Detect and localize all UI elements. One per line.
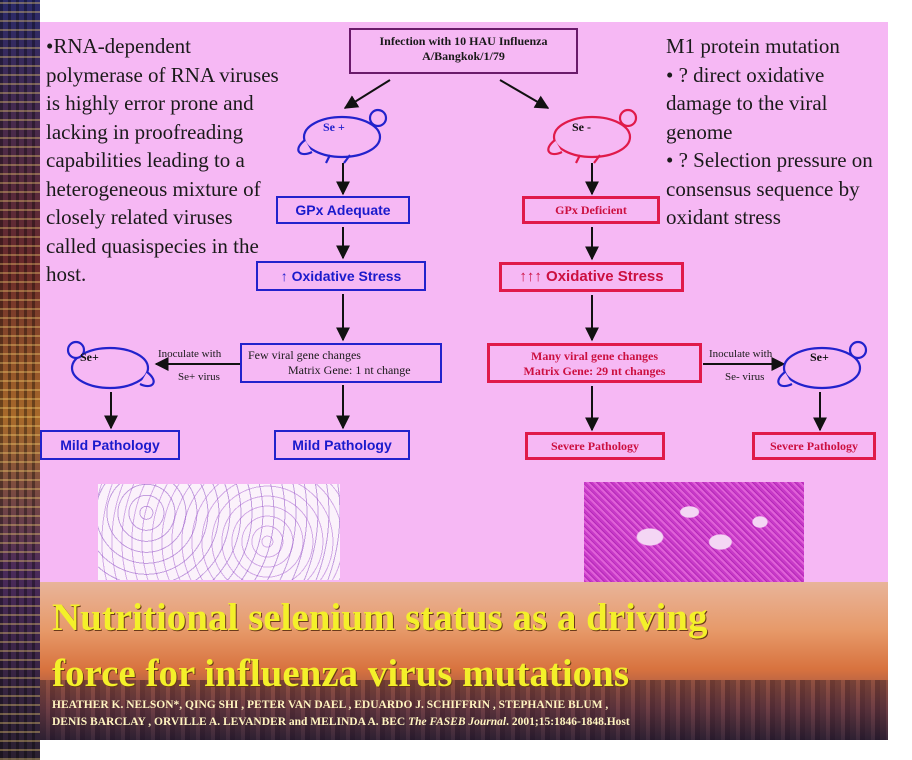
authors-line-2a: DENIS BARCLAY , ORVILLE A. LEVANDER and … — [52, 716, 406, 728]
mild-pathology-main-box: Mild Pathology — [274, 430, 410, 460]
many-gene-changes-box: Many viral gene changes Matrix Gene: 29 … — [487, 343, 702, 383]
right-explanation-text: M1 protein mutation • ? direct oxidative… — [666, 32, 886, 232]
title-line-2: force for influenza virus mutations — [52, 652, 630, 695]
title-line-1: Nutritional selenium status as a driving — [52, 596, 708, 639]
left-explanation-text: •RNA-dependent polymerase of RNA viruses… — [46, 34, 279, 286]
few-changes-line-1: Few viral gene changes — [248, 348, 361, 362]
histology-image-severe — [584, 482, 804, 582]
mouse-icon — [547, 108, 638, 164]
histology-image-normal — [98, 484, 340, 580]
right-heading: M1 protein mutation — [666, 34, 840, 58]
mild-pathology-side-box: Mild Pathology — [40, 430, 180, 460]
many-changes-line-1: Many viral gene changes — [531, 349, 658, 363]
citation: HEATHER K. NELSON*, QING SHI , PETER VAN… — [52, 697, 888, 731]
many-changes-line-2: Matrix Gene: 29 nt changes — [523, 364, 666, 378]
right-bullet-1: • ? direct oxidative damage to the viral… — [666, 62, 828, 144]
severe-pathology-main-box: Severe Pathology — [525, 432, 665, 460]
city-skyline-strip — [0, 0, 40, 760]
journal-name: The FASEB Journal — [408, 716, 507, 728]
arrow-icon — [343, 79, 391, 109]
few-changes-line-2: Matrix Gene: 1 nt change — [288, 363, 411, 377]
inoculate-left-label: Inoculate with — [158, 348, 222, 360]
mouse-icon — [297, 108, 388, 164]
authors-line-1: HEATHER K. NELSON*, QING SHI , PETER VAN… — [52, 699, 609, 711]
authors-line-2: DENIS BARCLAY , ORVILLE A. LEVANDER and … — [52, 714, 888, 731]
severe-pathology-side-box: Severe Pathology — [752, 432, 876, 460]
oxidative-stress-low-box: ↑ Oxidative Stress — [256, 261, 426, 291]
slide-title: Nutritional selenium status as a driving… — [52, 590, 888, 702]
arrow-icon — [499, 79, 550, 109]
side-mouse-label-right: Se+ — [810, 350, 829, 364]
infection-line-1: Infection with 10 HAU Influenza — [379, 34, 548, 48]
authors-line-2b: . 2001;15:1846-1848.Host — [506, 716, 630, 728]
mouse-icon — [777, 340, 868, 390]
inoculate-right-virus: Se- virus — [725, 371, 765, 383]
few-gene-changes-box: Few viral gene changes Matrix Gene: 1 nt… — [240, 343, 442, 383]
right-bullet-2: • ? Selection pressure on consensus sequ… — [666, 148, 873, 229]
gpx-deficient-box: GPx Deficient — [522, 196, 660, 224]
mouse-label-se-plus: Se + — [323, 120, 345, 134]
gpx-adequate-box: GPx Adequate — [276, 196, 410, 224]
oxidative-stress-high-box: ↑↑↑ Oxidative Stress — [499, 262, 684, 292]
infection-box: Infection with 10 HAU Influenza A/Bangko… — [349, 28, 578, 74]
sunset-city-banner — [40, 582, 888, 740]
inoculate-left-virus: Se+ virus — [178, 371, 220, 383]
infection-line-2: A/Bangkok/1/79 — [422, 49, 505, 63]
side-mouse-label-left: Se+ — [80, 350, 99, 364]
inoculate-right-label: Inoculate with — [709, 348, 773, 360]
mouse-label-se-minus: Se - — [572, 120, 591, 134]
mouse-icon — [66, 340, 155, 390]
